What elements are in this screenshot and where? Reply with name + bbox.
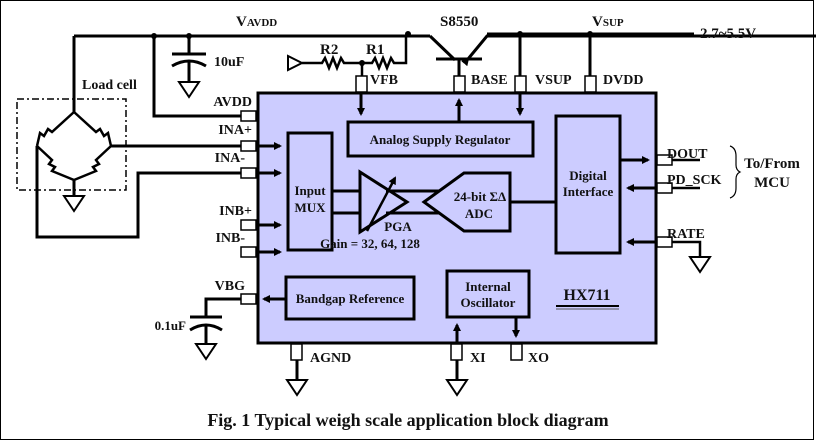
mcu-label-line1: To/From [744, 156, 800, 172]
bandgap-reference [284, 275, 416, 321]
adc-label-line1: 24-bit ΣΔ [454, 189, 506, 204]
ground-icon [194, 343, 218, 361]
mux-label-line1: Input [294, 183, 326, 198]
ground-icon [62, 195, 86, 213]
pin-xo [510, 343, 523, 361]
mcu-label-line2: MCU [754, 175, 790, 191]
pin-label-dout: DOUT [667, 147, 708, 162]
regulator-label: Analog Supply Regulator [370, 132, 511, 147]
pin-label-pd-sck: PD_SCK [667, 173, 722, 188]
pin-label-vsup: VSUP [535, 73, 572, 88]
transistor-s8550 [428, 34, 816, 76]
pin-ina-minus [240, 167, 257, 179]
brace [729, 145, 742, 199]
analog-supply-regulator [346, 120, 535, 158]
pin-base [453, 75, 466, 93]
cap-avdd-label: 10uF [214, 55, 244, 70]
pin-inb-minus [240, 246, 257, 258]
pin-label-dvdd: DVDD [603, 73, 643, 88]
pin-label-agnd: AGND [310, 351, 351, 366]
pin-dvdd [584, 75, 597, 93]
pin-label-inb-minus: INB- [215, 231, 245, 246]
pin-ina-plus [240, 140, 257, 152]
digital-label-line2: Interface [563, 184, 614, 199]
capacitor-0.1uf [189, 297, 241, 361]
pin-vbg [240, 293, 257, 305]
pin-xi [450, 343, 463, 361]
pin-label-base: BASE [471, 73, 508, 88]
bandgap-label: Bandgap Reference [296, 291, 405, 306]
figure-caption: Fig. 1 Typical weigh scale application b… [207, 410, 608, 430]
cap-vbg-label: 0.1uF [155, 318, 186, 333]
pin-label-vfb: VFB [370, 73, 398, 88]
vsup-label: VSUP [592, 14, 624, 30]
load-cell-label: Load cell [82, 78, 137, 93]
digital-interface [554, 114, 622, 255]
ground-icon [285, 379, 309, 397]
internal-oscillator [445, 269, 531, 319]
pga-label: PGA [384, 219, 412, 234]
digital-label-line1: Digital [569, 168, 607, 183]
pin-vfb [355, 75, 368, 93]
pin-label-xo: XO [528, 351, 549, 366]
osc-label-line1: Internal [465, 279, 511, 294]
ground-icon [177, 81, 201, 99]
vavdd-label: VAVDD [236, 14, 277, 30]
pin-label-inb-plus: INB+ [219, 204, 252, 219]
mux-label-line2: MUX [294, 200, 326, 215]
pin-label-ina-minus: INA- [215, 151, 246, 166]
pga-gain-label: Gain = 32, 64, 128 [320, 236, 420, 251]
capacitor-10uf [171, 36, 207, 99]
feedback-divider [287, 31, 411, 76]
pin-avdd [240, 110, 257, 122]
transistor-label: S8550 [440, 14, 478, 30]
input-mux [286, 131, 334, 252]
wheatstone-bridge [35, 111, 250, 239]
pin-label-avdd: AVDD [213, 95, 252, 110]
pin-inb-plus [240, 219, 257, 231]
ground-icon [287, 54, 305, 72]
ground-icon [445, 379, 469, 397]
pin-vsup [514, 75, 527, 93]
chip-name-label: HX711 [563, 287, 610, 304]
supply-range-label: 2.7~5.5V [700, 26, 756, 42]
pin-agnd [290, 343, 303, 361]
ground-icon [688, 256, 712, 274]
pin-label-xi: XI [470, 351, 486, 366]
adc-label-line2: ADC [465, 206, 493, 221]
r1-label: R1 [366, 42, 384, 58]
osc-label-line2: Oscillator [461, 295, 516, 310]
pin-label-vbg: VBG [215, 279, 245, 294]
pin-label-rate: RATE [667, 227, 705, 242]
r2-label: R2 [320, 42, 338, 58]
pin-label-ina-plus: INA+ [218, 123, 252, 138]
